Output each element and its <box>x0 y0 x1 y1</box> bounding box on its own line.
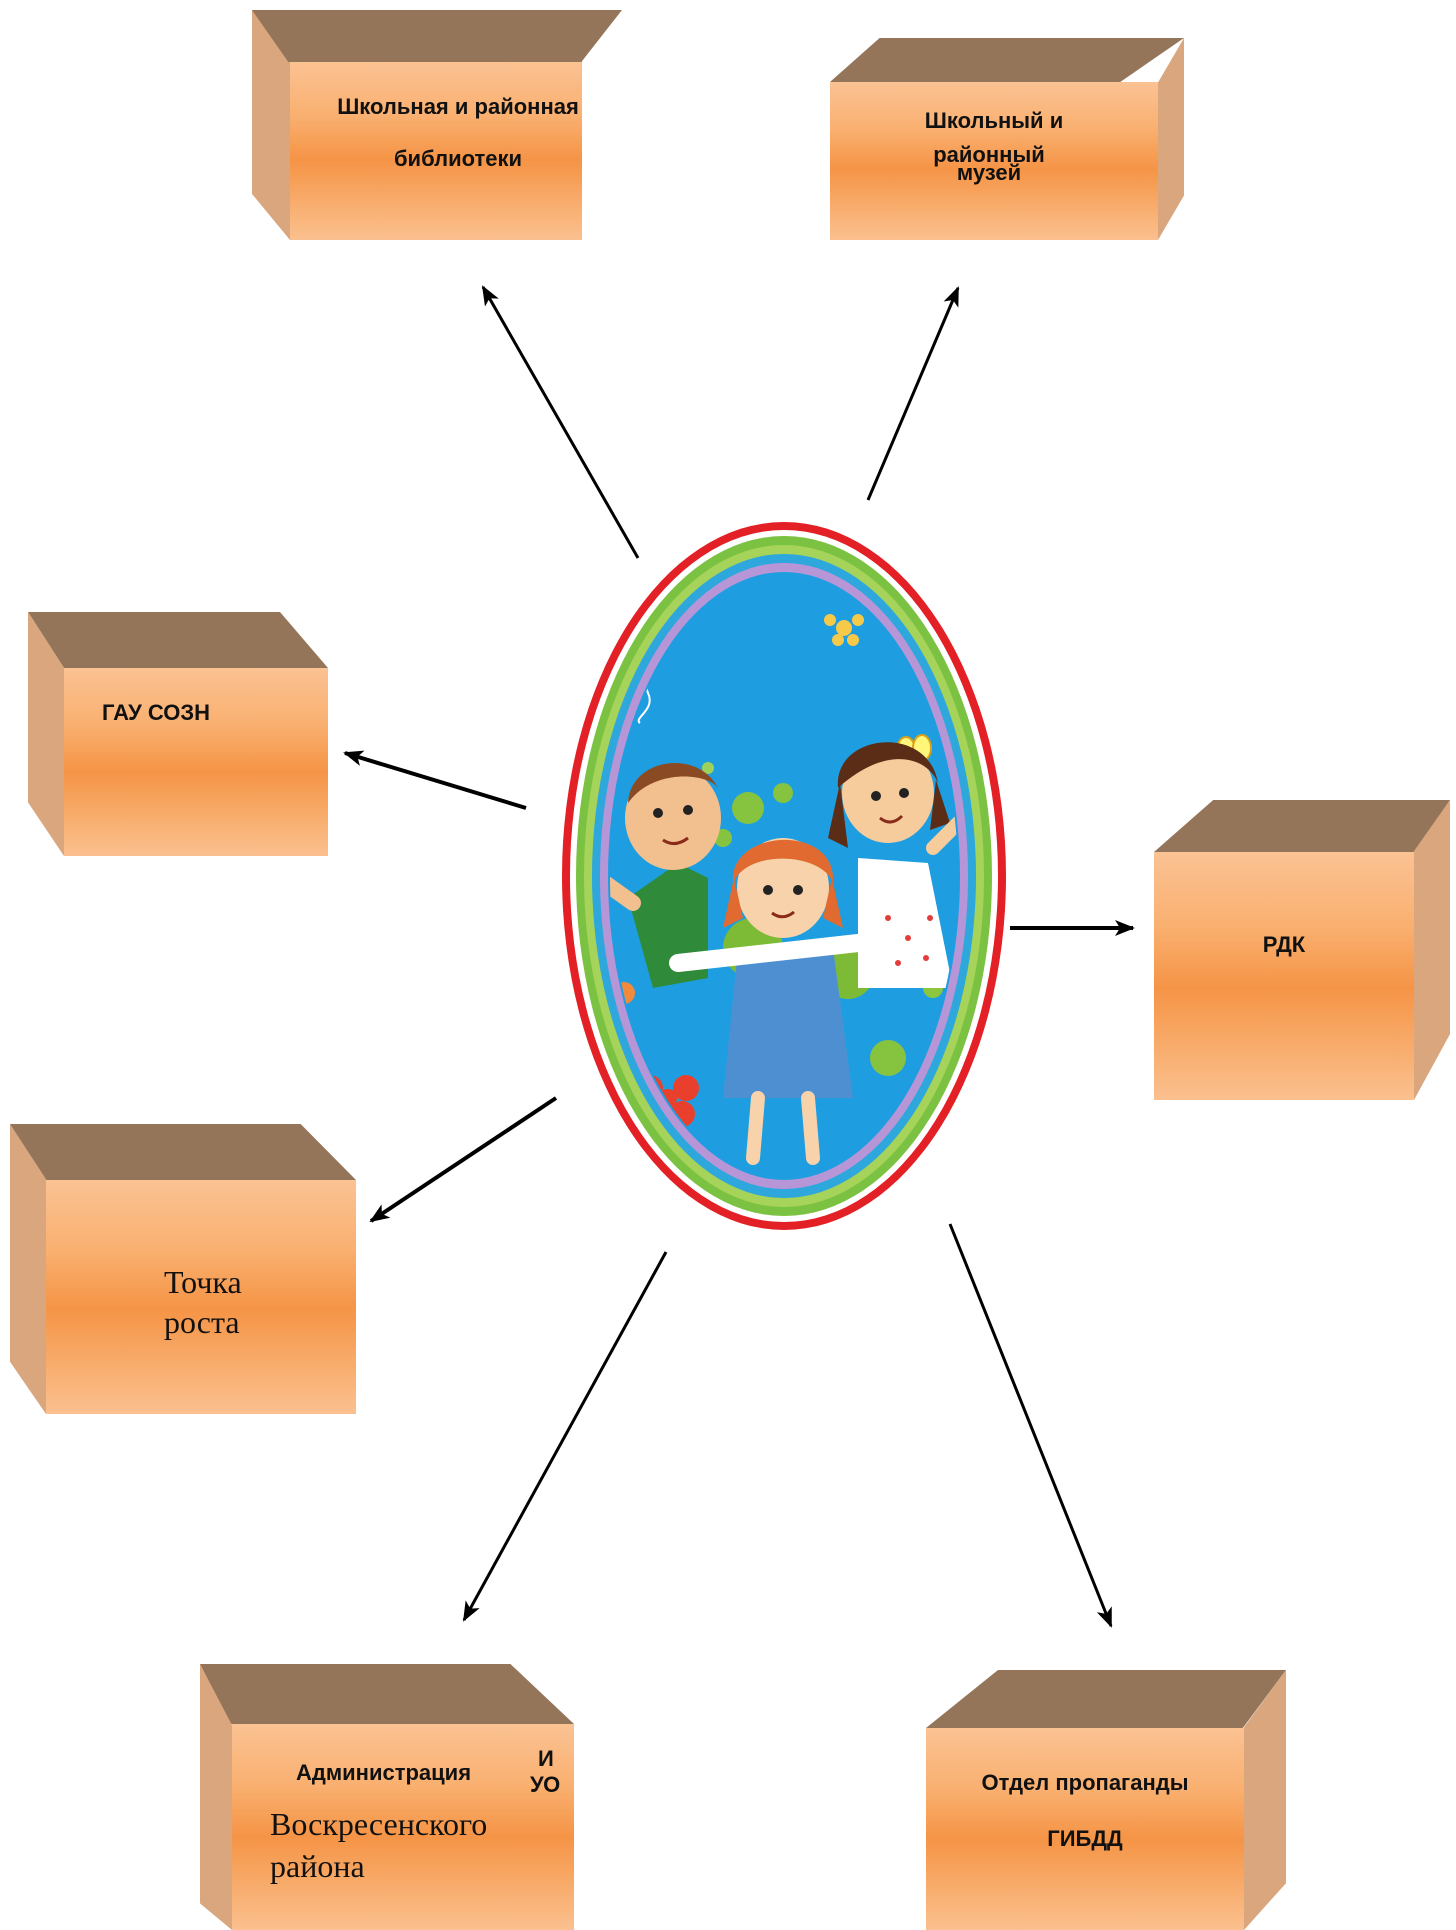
node-growth-label-line2: роста <box>164 1304 240 1341</box>
node-rdk-label: РДК <box>1154 932 1414 958</box>
node-admin-label-uo: УО <box>530 1772 560 1798</box>
node-growth-label-line1: Точка <box>164 1264 242 1301</box>
arrow-to-gibdd <box>950 1224 1111 1626</box>
node-museum: Школьный и районный музей <box>830 38 1184 240</box>
node-museum-label-line1: Школьный и <box>830 108 1158 134</box>
node-rdk: РДК <box>1154 800 1450 1100</box>
node-gau: ГАУ СОЗН <box>28 612 328 856</box>
arrow-to-museum <box>868 288 958 500</box>
node-gibdd: Отдел пропаганды ГИБДД <box>926 1670 1286 1930</box>
children-illustration <box>558 518 1010 1234</box>
node-libraries-label-line2: библиотеки <box>310 146 606 172</box>
node-libraries: Школьная и районная библиотеки <box>252 10 622 240</box>
arrow-to-admin <box>464 1252 666 1620</box>
node-gibdd-label-line2: ГИБДД <box>926 1826 1244 1852</box>
node-admin: Администрация И УО Воскресенского района <box>200 1664 574 1930</box>
node-admin-label-conj: И <box>538 1746 554 1772</box>
node-growth: Точка роста <box>10 1124 356 1414</box>
arrow-to-growth <box>371 1098 556 1221</box>
node-gau-label: ГАУ СОЗН <box>102 700 210 726</box>
arrow-to-gau <box>345 753 526 808</box>
node-admin-label-line3: района <box>270 1848 365 1885</box>
node-gibdd-label-line1: Отдел пропаганды <box>926 1770 1244 1796</box>
node-museum-label-line3: музей <box>825 160 1153 186</box>
node-admin-label-line2: Воскресенского <box>270 1806 487 1843</box>
node-libraries-label-line1: Школьная и районная <box>310 94 606 120</box>
node-admin-label-line1: Администрация <box>296 1760 471 1786</box>
